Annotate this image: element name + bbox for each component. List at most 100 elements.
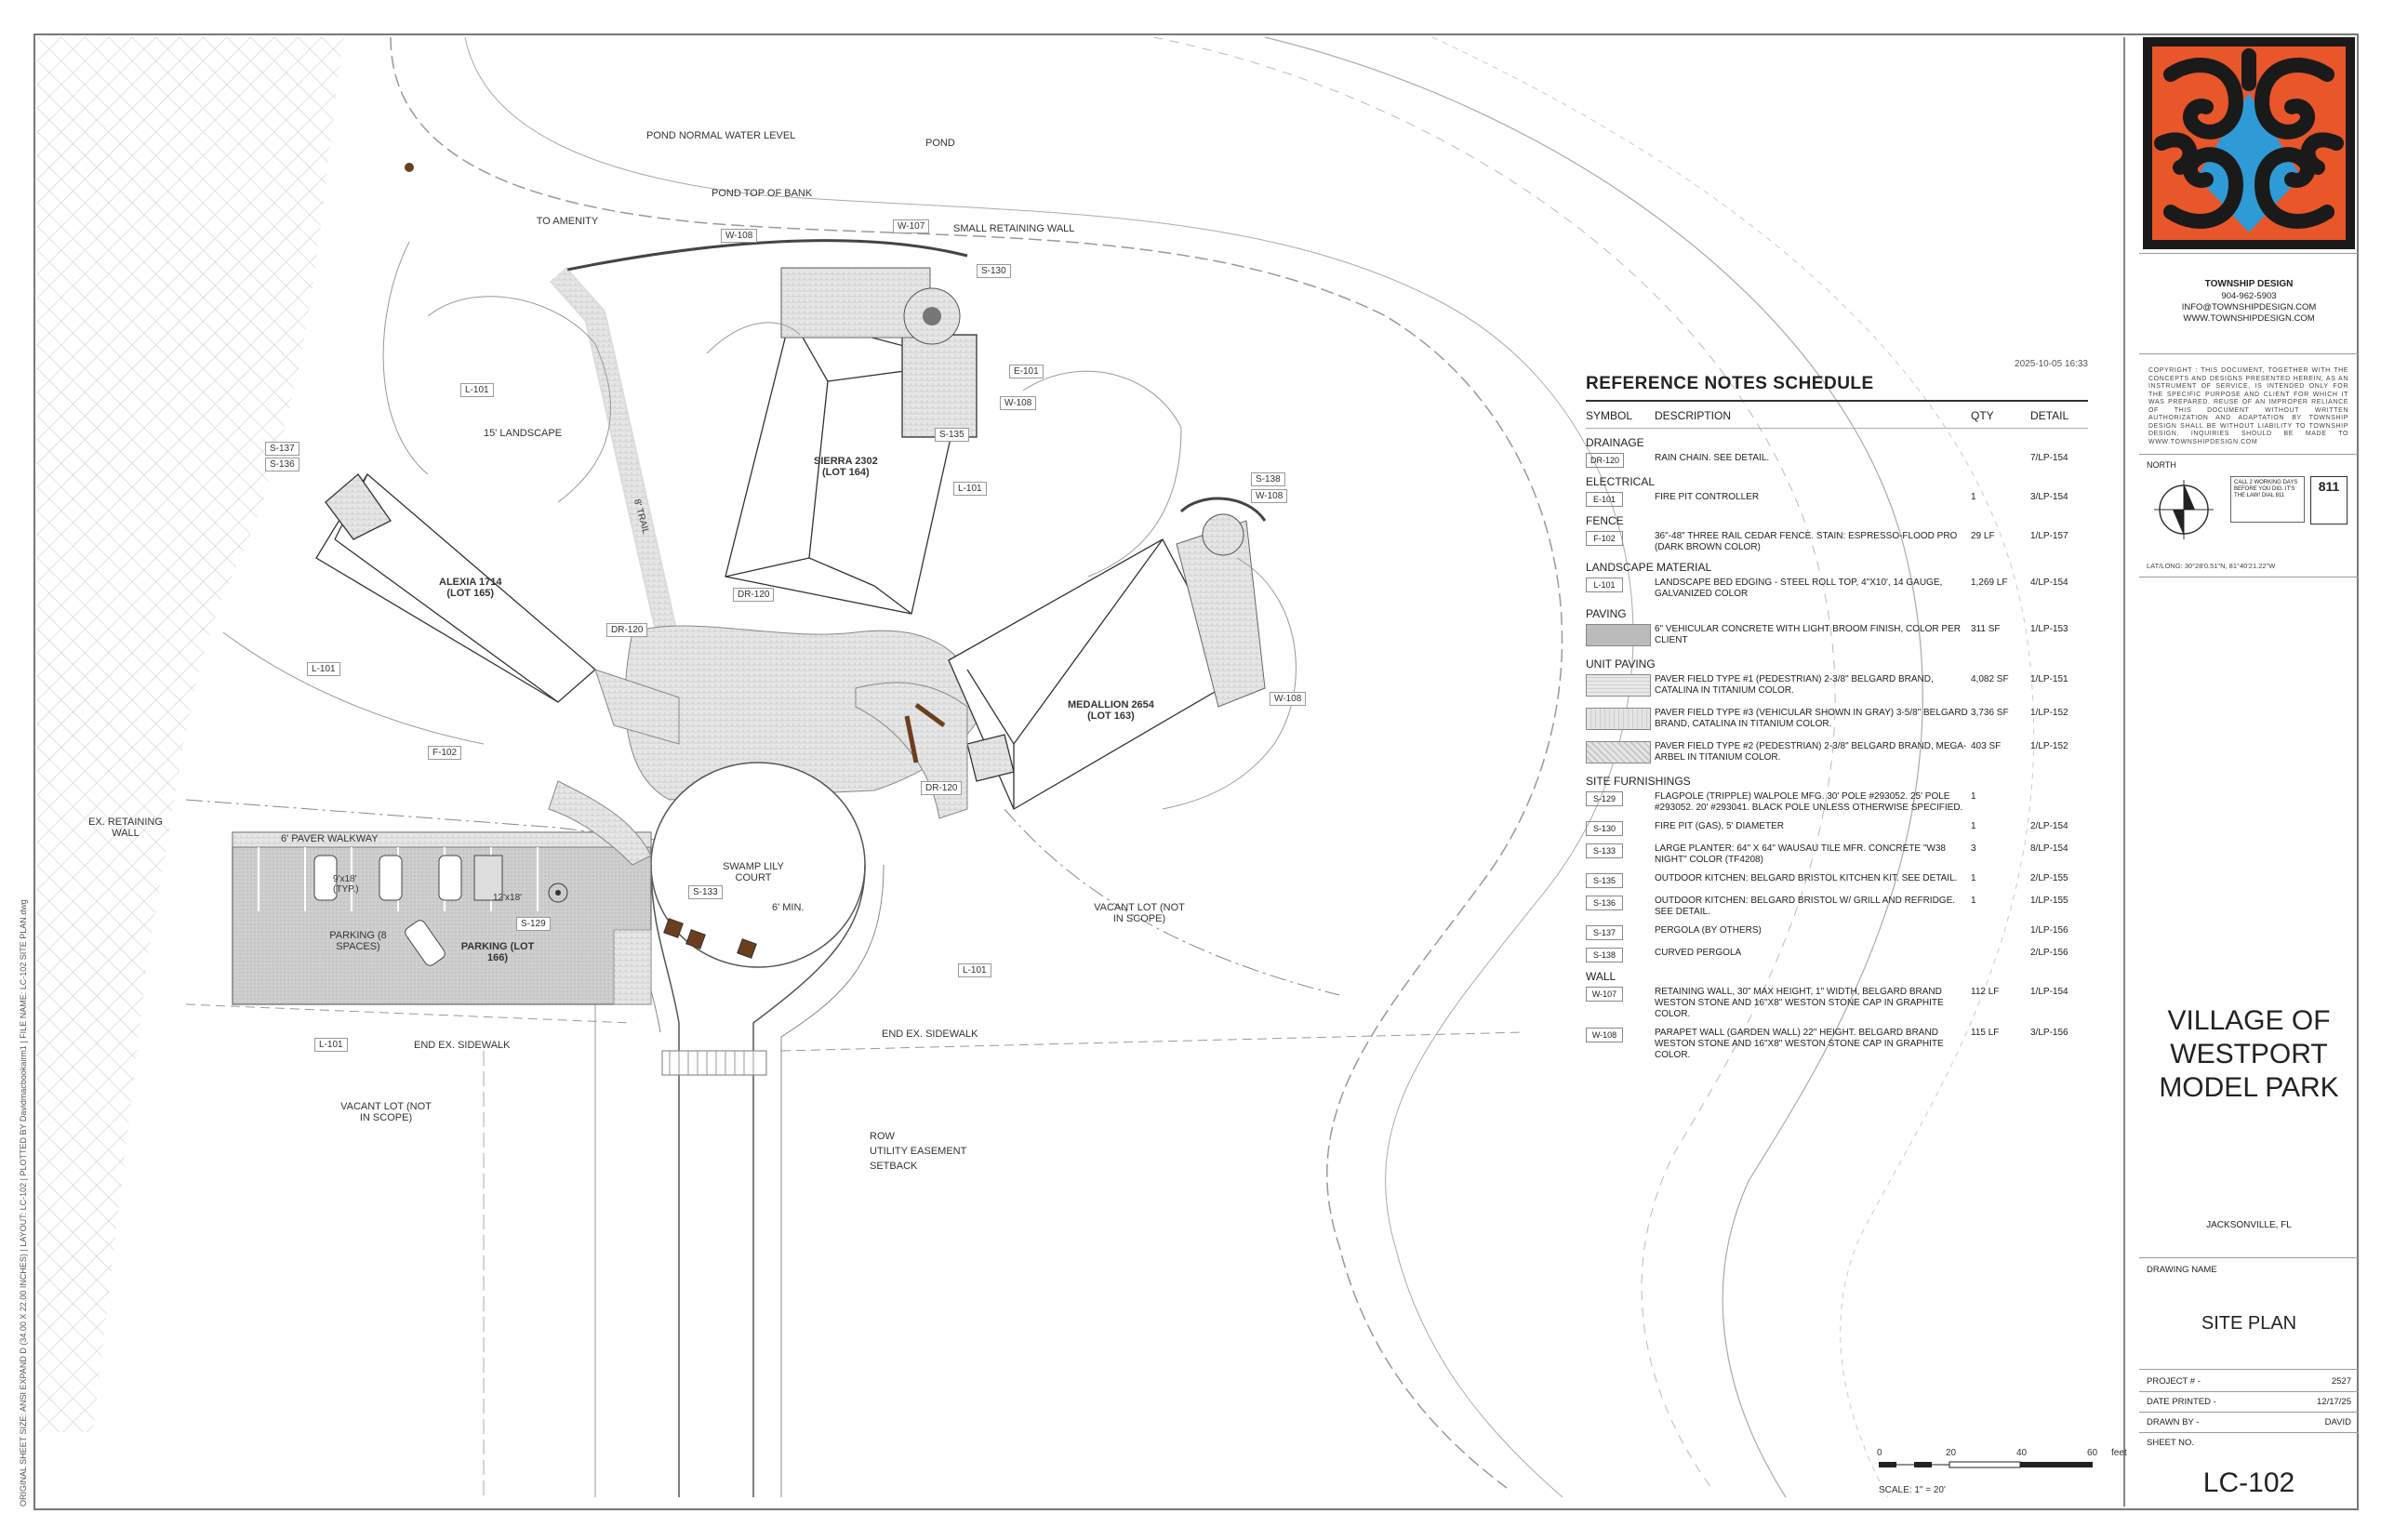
schedule-detail: 7/LP-154 — [2030, 453, 2068, 463]
tag-s138: S-138 — [1251, 472, 1285, 486]
tb-divider — [2139, 1412, 2359, 1413]
schedule-symbol-cell: S-138 — [1586, 948, 1655, 962]
tag-s130: S-130 — [977, 264, 1011, 278]
tag-dr120: DR-120 — [733, 588, 775, 602]
schedule-detail: 1/LP-157 — [2030, 531, 2068, 541]
schedule-description: PAVER FIELD TYPE #3 (VEHICULAR SHOWN IN … — [1655, 708, 1968, 729]
schedule-symbol-cell: E-101 — [1586, 492, 1655, 507]
schedule-symbol-cell: S-133 — [1586, 843, 1655, 858]
schedule-description: 36"-48" THREE RAIL CEDAR FENCE. STAIN: E… — [1655, 531, 1958, 552]
reference-notes-schedule: 2025-10-05 16:33 REFERENCE NOTES SCHEDUL… — [1586, 353, 2088, 1069]
schedule-qty: 1 — [1971, 821, 1976, 831]
schedule-symbol: S-137 — [1586, 925, 1623, 940]
schedule-detail: 1/LP-156 — [2030, 925, 2068, 936]
project-title-line-1: VILLAGE OF — [2167, 1005, 2331, 1036]
schedule-qty: 311 SF — [1971, 624, 2001, 634]
tag-l101: L-101 — [953, 482, 987, 496]
tag-w108: W-108 — [1270, 692, 1307, 706]
schedule-symbol-cell: S-136 — [1586, 896, 1655, 910]
schedule-symbol: S-135 — [1586, 873, 1623, 888]
date-printed-row: DATE PRINTED - 12/17/25 — [2147, 1397, 2351, 1407]
schedule-symbol-cell — [1586, 674, 1655, 700]
sheet-number: LC-102 — [2202, 1467, 2295, 1498]
schedule-description: OUTDOOR KITCHEN: BELGARD BRISTOL KITCHEN… — [1655, 873, 1958, 883]
schedule-symbol: S-130 — [1586, 821, 1623, 836]
scale-unit: feet — [2111, 1448, 2127, 1458]
label-swamp-lily-court: SWAMP LILY COURT — [723, 861, 784, 883]
schedule-group-heading: SITE FURNISHINGS — [1586, 775, 1691, 788]
label-pond-normal-water: POND NORMAL WATER LEVEL — [646, 130, 796, 141]
schedule-symbol: W-107 — [1586, 987, 1623, 1002]
schedule-qty: 115 LF — [1971, 1028, 2000, 1038]
tag-dr120: DR-120 — [606, 623, 648, 637]
schedule-symbol: DR-120 — [1586, 453, 1625, 468]
tb-divider — [2139, 253, 2359, 254]
schedule-row: PAVER FIELD TYPE #2 (PEDESTRIAN) 2-3/8" … — [1586, 741, 2088, 767]
schedule-description: 6" VEHICULAR CONCRETE WITH LIGHT BROOM F… — [1655, 624, 1961, 645]
schedule-group-heading: LANDSCAPE MATERIAL — [1586, 561, 1712, 574]
drawing-name-label: DRAWING NAME — [2147, 1265, 2217, 1275]
schedule-description: PERGOLA (BY OTHERS) — [1655, 925, 1762, 936]
date-printed: 12/17/25 — [2317, 1397, 2351, 1407]
tag-f102: F-102 — [428, 746, 462, 760]
project-number-label: PROJECT # - — [2147, 1376, 2201, 1387]
header-detail: DETAIL — [2030, 409, 2069, 422]
811-badge: 811 — [2310, 476, 2348, 524]
copyright-notice: COPYRIGHT : THIS DOCUMENT, TOGETHER WITH… — [2148, 367, 2348, 445]
north-label: NORTH — [2147, 460, 2176, 470]
label-vacant-lot-right: VACANT LOT (NOT IN SCOPE) — [1094, 902, 1185, 924]
firm-website: WWW.TOWNSHIPDESIGN.COM — [2183, 313, 2315, 324]
schedule-swatch — [1586, 708, 1651, 730]
tag-w108: W-108 — [1000, 396, 1037, 410]
tb-divider — [2139, 577, 2359, 578]
schedule-detail: 1/LP-152 — [2030, 708, 2068, 718]
schedule-group-heading: PAVING — [1586, 607, 1627, 620]
schedule-description: FIRE PIT (GAS), 5' DIAMETER — [1655, 821, 1784, 831]
label-end-sidewalk-left: END EX. SIDEWALK — [414, 1040, 511, 1051]
firm-email: INFO@TOWNSHIPDESIGN.COM — [2181, 302, 2317, 312]
label-setback: SETBACK — [870, 1161, 918, 1172]
tag-l101: L-101 — [460, 383, 494, 397]
schedule-symbol: L-101 — [1586, 578, 1623, 592]
schedule-detail: 2/LP-156 — [2030, 948, 2068, 958]
schedule-qty: 1 — [1971, 791, 1976, 802]
schedule-row: PAVER FIELD TYPE #1 (PEDESTRIAN) 2-3/8" … — [1586, 674, 2088, 700]
township-design-logo — [2143, 37, 2355, 249]
schedule-detail: 1/LP-151 — [2030, 674, 2068, 684]
call-before-you-dig-note: CALL 2 WORKING DAYS BEFORE YOU DIG. IT'S… — [2230, 476, 2305, 523]
tb-divider — [2139, 1391, 2359, 1392]
tb-divider — [2139, 1369, 2359, 1370]
schedule-symbol: E-101 — [1586, 492, 1623, 507]
label-end-sidewalk-right: END EX. SIDEWALK — [882, 1029, 978, 1040]
sheet-number-label: SHEET NO. — [2147, 1438, 2195, 1448]
header-description: DESCRIPTION — [1655, 409, 1732, 422]
alexia-lot: (LOT 165) — [446, 588, 495, 599]
schedule-symbol-cell: S-130 — [1586, 821, 1655, 836]
project-title-line-2: WESTPORT — [2170, 1039, 2328, 1069]
sierra-lot: (LOT 164) — [821, 467, 870, 478]
label-parking: PARKING (8 SPACES) — [329, 930, 387, 952]
scale-tick-60: 60 — [2087, 1448, 2098, 1458]
schedule-swatch — [1586, 674, 1651, 697]
schedule-qty: 4,082 SF — [1971, 674, 2009, 684]
schedule-detail: 8/LP-154 — [2030, 843, 2068, 854]
schedule-detail: 3/LP-156 — [2030, 1028, 2068, 1038]
schedule-symbol: S-138 — [1586, 948, 1623, 962]
schedule-qty: 1 — [1971, 492, 1976, 502]
schedule-qty: 1 — [1971, 873, 1976, 883]
schedule-row: S-137 PERGOLA (BY OTHERS) 1/LP-156 — [1586, 925, 2088, 940]
label-pond-top-of-bank: POND TOP OF BANK — [712, 188, 813, 199]
project-title: VILLAGE OF WESTPORT MODEL PARK — [2139, 1004, 2359, 1105]
scale-bar: 0 20 40 60 feet SCALE: 1" = 20' — [1877, 1446, 2127, 1495]
schedule-symbol-cell: W-108 — [1586, 1028, 1655, 1042]
tag-s137: S-137 — [265, 442, 299, 456]
schedule-detail: 1/LP-153 — [2030, 624, 2068, 634]
tag-l101: L-101 — [314, 1038, 348, 1052]
medallion-name: MEDALLION 2654 — [1068, 699, 1154, 710]
